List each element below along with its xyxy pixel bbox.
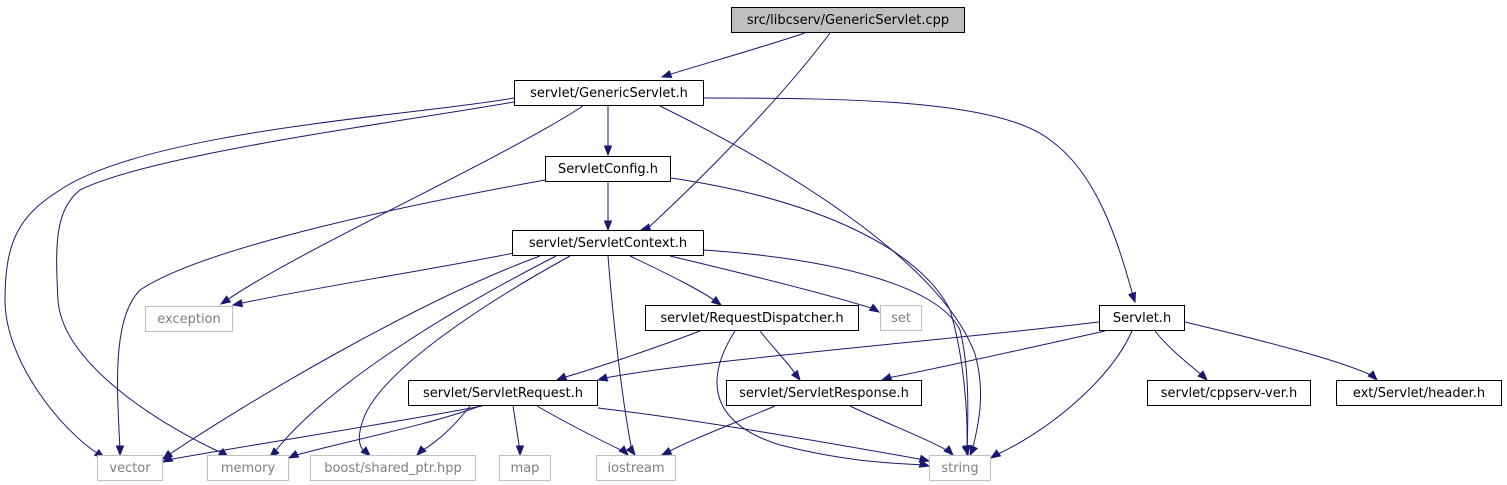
arrowhead — [969, 444, 979, 457]
node-label: servlet/ServletContext.h — [528, 235, 688, 251]
dependency-edge — [1154, 330, 1204, 377]
arrowhead — [161, 453, 174, 463]
node-label: Servlet.h — [1112, 310, 1172, 326]
dependency-edge — [117, 179, 546, 452]
arrowhead — [603, 145, 613, 157]
dependency-edge — [629, 255, 718, 303]
node-label: src/libcserv/GenericServlet.cpp — [746, 12, 950, 28]
dependency-edge — [607, 255, 633, 452]
dependency-edge — [272, 255, 557, 455]
dependency-edge — [604, 321, 1100, 379]
node-mem: memory — [207, 455, 289, 481]
node-label: iostream — [607, 460, 665, 476]
dependency-edge — [993, 330, 1133, 457]
node-label: servlet/cppserv-ver.h — [1160, 385, 1298, 401]
dependency-edge — [665, 405, 776, 454]
dependency-edge — [561, 330, 701, 379]
node-gsh[interactable]: servlet/GenericServlet.h — [514, 80, 704, 106]
node-rd[interactable]: servlet/RequestDispatcher.h — [645, 305, 859, 331]
dependency-edge — [166, 255, 541, 457]
arrowhead — [1197, 370, 1208, 381]
arrowhead — [710, 295, 723, 306]
node-label: servlet/ServletResponse.h — [739, 385, 909, 401]
node-label: memory — [220, 460, 276, 476]
node-root[interactable]: src/libcserv/GenericServlet.cpp — [731, 7, 965, 33]
node-bsp: boost/shared_ptr.hpp — [310, 455, 476, 481]
node-label: ext/Servlet/header.h — [1352, 385, 1486, 401]
arrowhead — [231, 298, 244, 308]
node-exc: exception — [145, 306, 233, 332]
node-vec: vector — [97, 455, 163, 481]
node-map: map — [499, 455, 551, 481]
node-label: servlet/ServletRequest.h — [422, 385, 584, 401]
dependency-edge — [166, 405, 483, 461]
node-sreq[interactable]: servlet/ServletRequest.h — [408, 380, 598, 406]
node-set: set — [880, 305, 922, 331]
node-sresp[interactable]: servlet/ServletResponse.h — [726, 380, 922, 406]
arrowhead — [515, 445, 525, 457]
dependency-edge — [647, 32, 831, 229]
arrowhead — [1127, 291, 1137, 304]
dependency-edge — [703, 249, 969, 452]
arrowhead — [603, 220, 613, 232]
dependency-edge — [597, 407, 926, 461]
dependency-edge — [292, 405, 481, 457]
node-label: map — [510, 460, 540, 476]
node-label: exception — [157, 311, 221, 327]
arrowhead — [660, 69, 673, 79]
dependency-edge — [670, 177, 968, 452]
dependency-edge — [512, 405, 521, 452]
dependency-edges — [4, 32, 1378, 468]
arrowhead — [868, 303, 881, 313]
dependency-edge — [536, 405, 626, 453]
node-label: servlet/GenericServlet.h — [530, 85, 688, 101]
node-sh[interactable]: Servlet.h — [1099, 305, 1185, 331]
node-label: ServletConfig.h — [557, 161, 659, 177]
node-label: vector — [109, 460, 151, 476]
arrowhead — [989, 449, 1002, 459]
dependency-edge — [237, 252, 515, 305]
arrowhead — [660, 446, 673, 456]
dependency-edge — [419, 405, 471, 453]
dependency-edge — [849, 405, 951, 453]
dependency-edge — [667, 32, 806, 76]
arrowhead — [596, 373, 609, 382]
node-sctx[interactable]: servlet/ServletContext.h — [512, 230, 704, 256]
arrowhead — [115, 445, 125, 457]
arrowhead — [625, 444, 636, 457]
dependency-edge — [226, 105, 584, 301]
node-str: string — [929, 455, 991, 481]
arrowhead — [360, 446, 371, 457]
arrowhead — [1367, 370, 1378, 381]
arrowhead — [962, 445, 972, 457]
node-label: set — [891, 310, 911, 326]
node-label: servlet/RequestDispatcher.h — [660, 310, 844, 326]
dependency-edge — [4, 97, 515, 456]
arrowhead — [416, 445, 427, 456]
node-ver[interactable]: servlet/cppserv-ver.h — [1147, 380, 1311, 406]
arrowhead — [943, 445, 954, 456]
node-ios: iostream — [596, 455, 676, 481]
dependency-edge — [703, 97, 1135, 300]
node-label: boost/shared_ptr.hpp — [324, 460, 462, 476]
arrowhead — [287, 449, 300, 459]
arrowhead — [219, 295, 232, 305]
dependency-edge — [56, 100, 521, 455]
dependency-edge — [659, 105, 982, 452]
dependency-edge — [669, 255, 875, 310]
arrowhead — [790, 369, 801, 382]
node-hdr[interactable]: ext/Servlet/header.h — [1336, 380, 1502, 406]
node-label: string — [941, 460, 979, 476]
dependency-edge — [716, 330, 926, 466]
node-scfg[interactable]: ServletConfig.h — [545, 156, 671, 182]
dependency-edge — [887, 330, 1106, 379]
arrowhead — [618, 445, 629, 456]
dependency-edge — [358, 255, 571, 454]
arrowhead — [918, 454, 931, 463]
arrowhead — [555, 372, 568, 381]
dependency-edge — [1184, 321, 1374, 377]
